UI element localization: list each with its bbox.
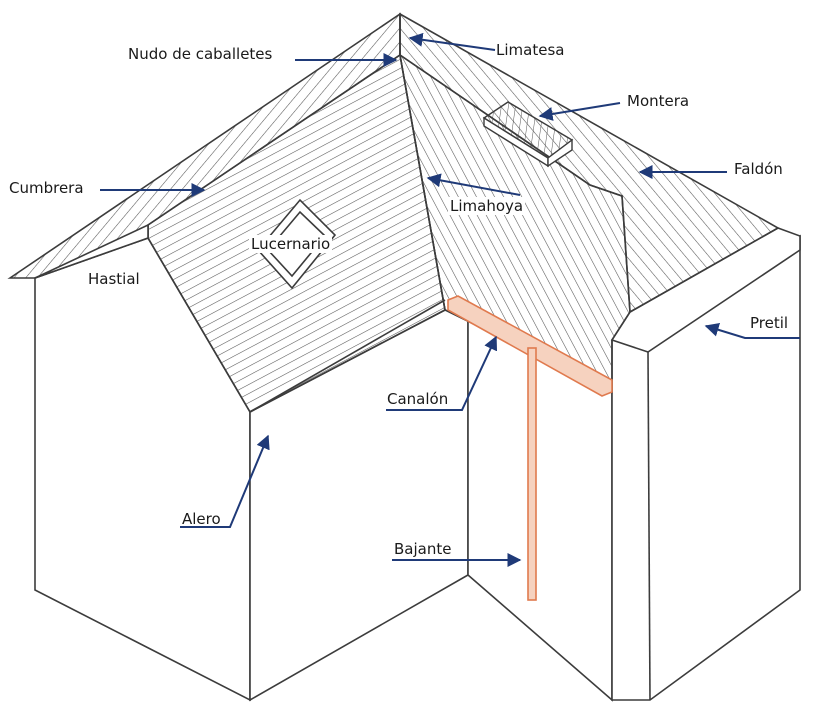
downpipe xyxy=(527,347,537,601)
label-falden: Faldón xyxy=(734,160,783,178)
valley-line xyxy=(399,54,446,311)
roof xyxy=(7,12,780,414)
label-pretil: Pretil xyxy=(750,314,789,332)
roof-vent xyxy=(482,101,574,168)
label-limatesa: Limatesa xyxy=(496,41,565,59)
label-cumbrera: Cumbrera xyxy=(9,179,84,197)
gutter-system xyxy=(447,295,613,601)
leader-lines xyxy=(100,32,800,567)
gutter xyxy=(447,295,613,397)
label-hastial: Hastial xyxy=(88,270,140,288)
label-bajante: Bajante xyxy=(394,540,452,558)
leader-montera xyxy=(538,102,621,121)
label-alero: Alero xyxy=(182,510,221,528)
leader-alero xyxy=(180,434,270,528)
label-canalon: Canalón xyxy=(387,390,449,408)
leader-canalon xyxy=(386,335,498,411)
label-limahoya: Limahoya xyxy=(448,197,526,215)
label-nudo-de-caballetes: Nudo de caballetes xyxy=(128,45,273,63)
leader-limatesa xyxy=(408,32,496,51)
label-montera: Montera xyxy=(627,92,690,110)
leader-limahoya xyxy=(426,173,521,196)
wall-edge xyxy=(647,351,651,701)
gable-triangle xyxy=(34,223,149,279)
leader-pretil xyxy=(704,323,800,339)
eave-line xyxy=(249,299,446,413)
label-lucernario: Lucernario xyxy=(249,235,333,253)
